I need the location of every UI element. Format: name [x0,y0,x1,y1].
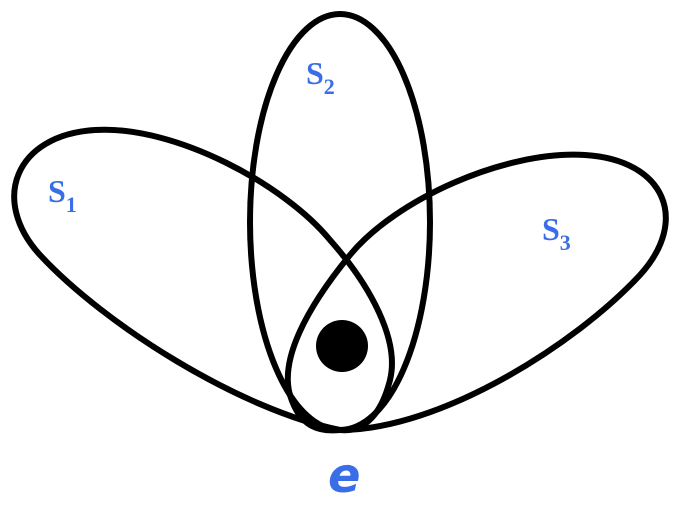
set-s2-index: 2 [324,74,335,99]
set-s1-label: S1 [48,173,77,217]
set-s1-outline [11,126,395,434]
set-s3-letter: S [542,211,560,247]
set-s1-letter: S [48,173,66,209]
element-label: e [328,448,361,504]
set-s2-label: S2 [306,55,335,99]
set-s1-index: 1 [66,192,77,217]
set-s2-letter: S [306,55,324,91]
set-s3-label: S3 [542,211,571,255]
set-s3-outline [284,151,669,434]
set-s3-index: 3 [560,230,571,255]
element-point [316,320,368,372]
